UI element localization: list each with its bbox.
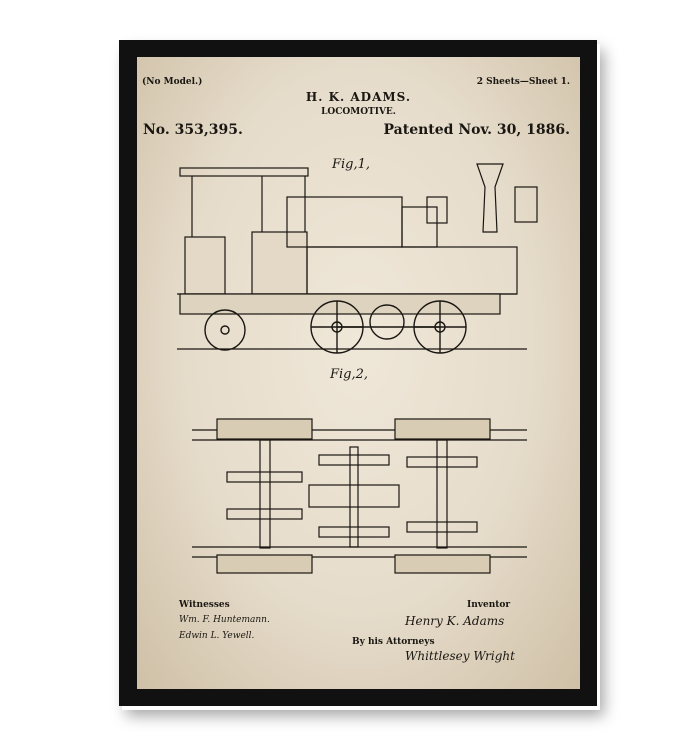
fig1-locomotive-side-view — [177, 163, 538, 350]
witness-1-signature: Wm. F. Huntemann. — [179, 615, 270, 625]
attorney-signature: Whittlesey Wright — [405, 649, 515, 663]
witnesses-label: Witnesses — [179, 600, 230, 610]
witness-2-signature: Edwin L. Yewell. — [179, 631, 255, 641]
attorneys-label: By his Attorneys — [352, 637, 435, 647]
patent-title: LOCOMOTIVE. — [321, 107, 396, 117]
sheets-label: 2 Sheets—Sheet 1. — [476, 77, 570, 87]
no-model-label: (No Model.) — [142, 77, 203, 87]
fig2-label: Fig,2, — [330, 367, 369, 382]
fig1-label: Fig,1, — [332, 157, 371, 172]
fig1-wheels — [204, 300, 467, 354]
inventor-name: H. K. ADAMS. — [305, 90, 412, 104]
patent-number: No. 353,395. — [143, 122, 243, 138]
patent-date: Patented Nov. 30, 1886. — [383, 122, 571, 138]
inventor-signature: Henry K. Adams — [405, 614, 505, 628]
patent-poster: (No Model.) 2 Sheets—Sheet 1. H. K. ADAM… — [137, 57, 580, 689]
locomotive-drawing — [177, 163, 538, 574]
inventor-label: Inventor — [467, 600, 511, 610]
fig2-axle-plan — [192, 418, 527, 574]
